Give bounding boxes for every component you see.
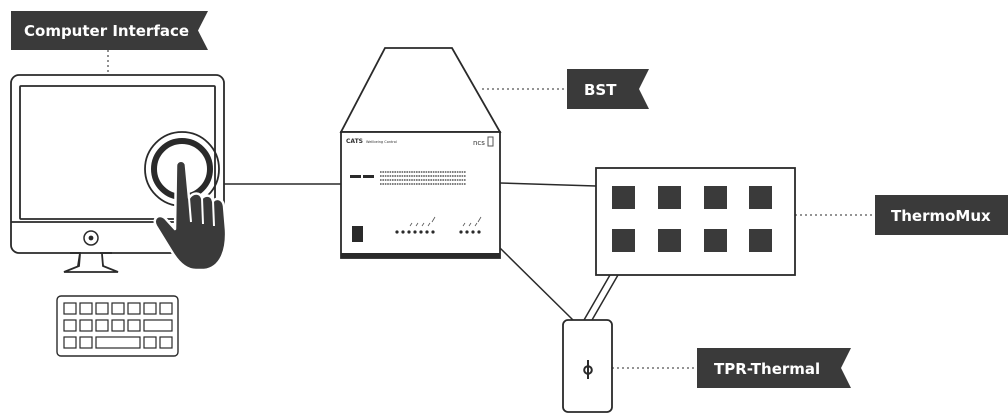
device-to-thermomux-line [499, 182, 597, 187]
thermomux-channel [704, 229, 727, 252]
tag-bst: BST [567, 69, 649, 109]
slot-right [363, 175, 374, 178]
thermomux-channel [658, 186, 681, 209]
device-subtitle: Wellbeing Control [366, 140, 397, 144]
led-group-left [395, 230, 435, 234]
label-thermomux: ThermoMux [891, 207, 991, 225]
device-logo: ncs [473, 139, 485, 147]
computer-monitor [10, 74, 225, 273]
thermomux-channel [704, 186, 727, 209]
thermomux-unit [595, 167, 796, 276]
keyboard-keys [63, 302, 173, 349]
leader-lines [107, 50, 875, 369]
device-logo-mark [487, 136, 494, 147]
thermomux-channels [612, 186, 772, 252]
slot-left [350, 175, 361, 178]
label-computer-interface: Computer Interface [24, 22, 189, 40]
tag-computer-interface: Computer Interface [11, 11, 208, 50]
connections [224, 182, 619, 321]
tag-tpr-thermal: TPR-Thermal [697, 348, 851, 388]
tag-thermomux: ThermoMux [875, 195, 1008, 235]
thermomux-body [595, 167, 796, 276]
phi-sensor-icon [583, 360, 593, 379]
label-tpr-thermal: TPR-Thermal [714, 360, 820, 378]
control-unit-bevel [341, 253, 500, 258]
label-bst: BST [584, 81, 617, 99]
bst-hood [339, 47, 502, 133]
led-ticks-right [462, 216, 482, 227]
device-to-tpr-line [499, 247, 574, 321]
thermomux-channel [612, 186, 635, 209]
led-group-right [459, 230, 481, 234]
control-unit: CATS Wellbeing Control ncs [340, 131, 501, 259]
thermomux-channel [749, 229, 772, 252]
power-button-icon [83, 230, 99, 246]
thermomux-channel [658, 229, 681, 252]
device-display [352, 226, 363, 242]
thermomux-to-tpr-line-a [583, 274, 611, 321]
monitor-stand-base [63, 253, 119, 273]
keyboard [56, 295, 179, 357]
thermomux-channel [612, 229, 635, 252]
tpr-sensor [562, 319, 613, 413]
device-brand: CATS [346, 138, 363, 145]
led-ticks-left [409, 216, 436, 227]
thermomux-channel [749, 186, 772, 209]
pointing-hand-icon [153, 159, 228, 272]
control-unit-body [340, 131, 501, 259]
thermomux-to-tpr-line-b [591, 274, 619, 321]
